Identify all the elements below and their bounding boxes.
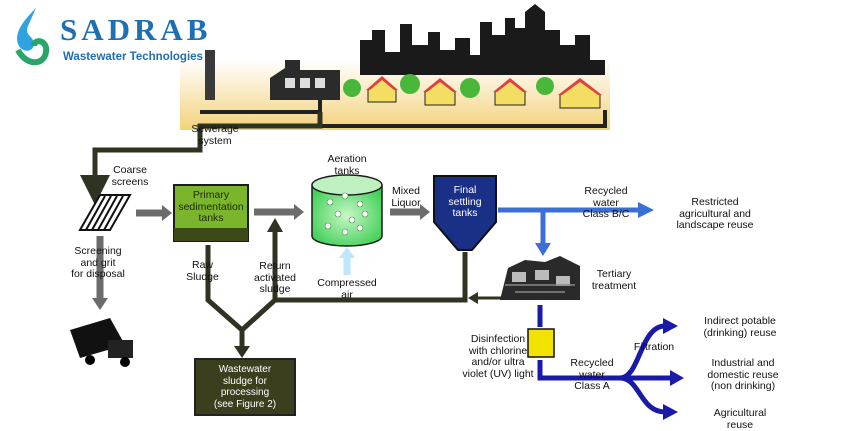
recycled-bc-line [498, 202, 654, 256]
class-a-lines [537, 305, 672, 415]
recycled-bc-label: Recycled water Class B/C [582, 185, 630, 220]
screening-label: Screening and grit for disposal [71, 245, 125, 280]
final-tank-label: Final settling tanks [448, 184, 482, 219]
aeration-label: Aeration tanks [327, 153, 367, 177]
industrial-reuse-label: Industrial and domestic reuse (non drink… [707, 357, 779, 392]
recycled-a-label: Recycled water Class A [570, 357, 614, 392]
filtration-label: Filtration [633, 341, 675, 353]
tertiary-plant-icon [500, 256, 580, 300]
brand-name: SADRAB [60, 12, 212, 47]
logo-icon [15, 8, 50, 66]
disposal-truck-icon [70, 318, 133, 367]
mixed-liquor-label: Mixed Liquor [391, 185, 421, 209]
brand-tagline: Wastewater Technologies [63, 51, 203, 63]
coarse-screens-icon [78, 194, 132, 231]
disinfection-label: Disinfection with chlorine and/or ultra … [462, 333, 534, 380]
restricted-reuse-label: Restricted agricultural and landscape re… [676, 196, 754, 231]
agricultural-reuse-label: Agricultural reuse [713, 407, 767, 431]
sewerage-label: Sewerage system [191, 123, 239, 147]
sewerage-pipe [80, 112, 323, 205]
wastewater-sludge-box: Wastewater sludge for processing (see Fi… [194, 358, 296, 416]
tertiary-label: Tertiary treatment [591, 268, 637, 292]
coarse-screens-label: Coarse screens [111, 164, 149, 188]
raw-sludge-label: Raw Sludge [186, 259, 219, 283]
compressed-air-label: Compressed air [317, 277, 377, 301]
primary-sedimentation-tank [173, 184, 249, 242]
indirect-reuse-label: Indirect potable (drinking) reuse [703, 315, 777, 339]
town-scene [180, 4, 610, 130]
final-settling-tank [433, 175, 497, 251]
sludge-lines [205, 230, 468, 348]
primary-tank-label: Primary sedimentation tanks [178, 189, 244, 224]
return-sludge-label: Return activated sludge [253, 260, 297, 295]
disinfection-box [527, 328, 555, 358]
aeration-tank [311, 174, 383, 247]
